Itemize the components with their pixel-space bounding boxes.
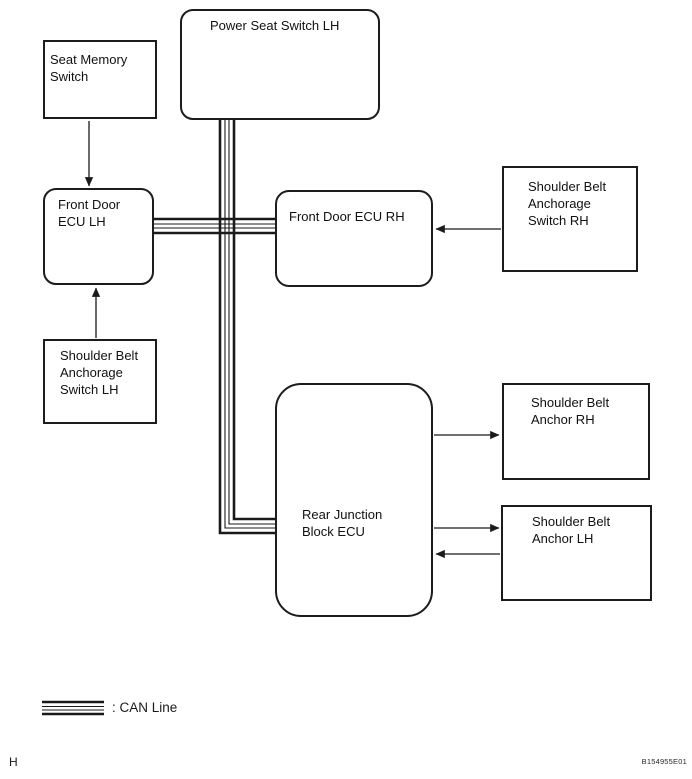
node-label: Rear Junction Block ECU [302,507,383,539]
node-rear-junction-block-ecu: Rear Junction Block ECU [275,383,433,617]
node-shoulder-belt-anchorage-switch-lh: Shoulder Belt Anchorage Switch LH [43,339,157,424]
node-front-door-ecu-rh: Front Door ECU RH [275,190,433,287]
node-label: Shoulder Belt Anchor LH [532,514,611,546]
legend-can-line-label: : CAN Line [112,700,178,715]
node-label: Front Door ECU LH [58,197,121,229]
node-label: Shoulder Belt Anchor RH [531,395,610,427]
node-front-door-ecu-lh: Front Door ECU LH [43,188,154,285]
can-line-horizontal [153,217,276,235]
node-shoulder-belt-anchorage-switch-rh: Shoulder Belt Anchorage Switch RH [502,166,638,272]
node-label: Shoulder Belt Anchorage Switch RH [528,179,607,228]
node-label: Seat Memory Switch [50,52,128,84]
node-label: Front Door ECU RH [289,209,405,224]
node-shoulder-belt-anchor-rh: Shoulder Belt Anchor RH [502,383,650,480]
node-label: Power Seat Switch LH [210,18,340,33]
node-seat-memory-switch: Seat Memory Switch [43,40,157,119]
node-label: Shoulder Belt Anchorage Switch LH [60,348,139,397]
can-line-trunk [218,118,277,535]
node-power-seat-switch-lh: Power Seat Switch LH [180,9,380,120]
node-shoulder-belt-anchor-lh: Shoulder Belt Anchor LH [501,505,652,601]
signal-arrows [84,121,501,559]
page-marker: H [9,755,18,769]
can-line-legend-swatch [42,700,104,716]
figure-code: B154955E01 [641,757,687,766]
